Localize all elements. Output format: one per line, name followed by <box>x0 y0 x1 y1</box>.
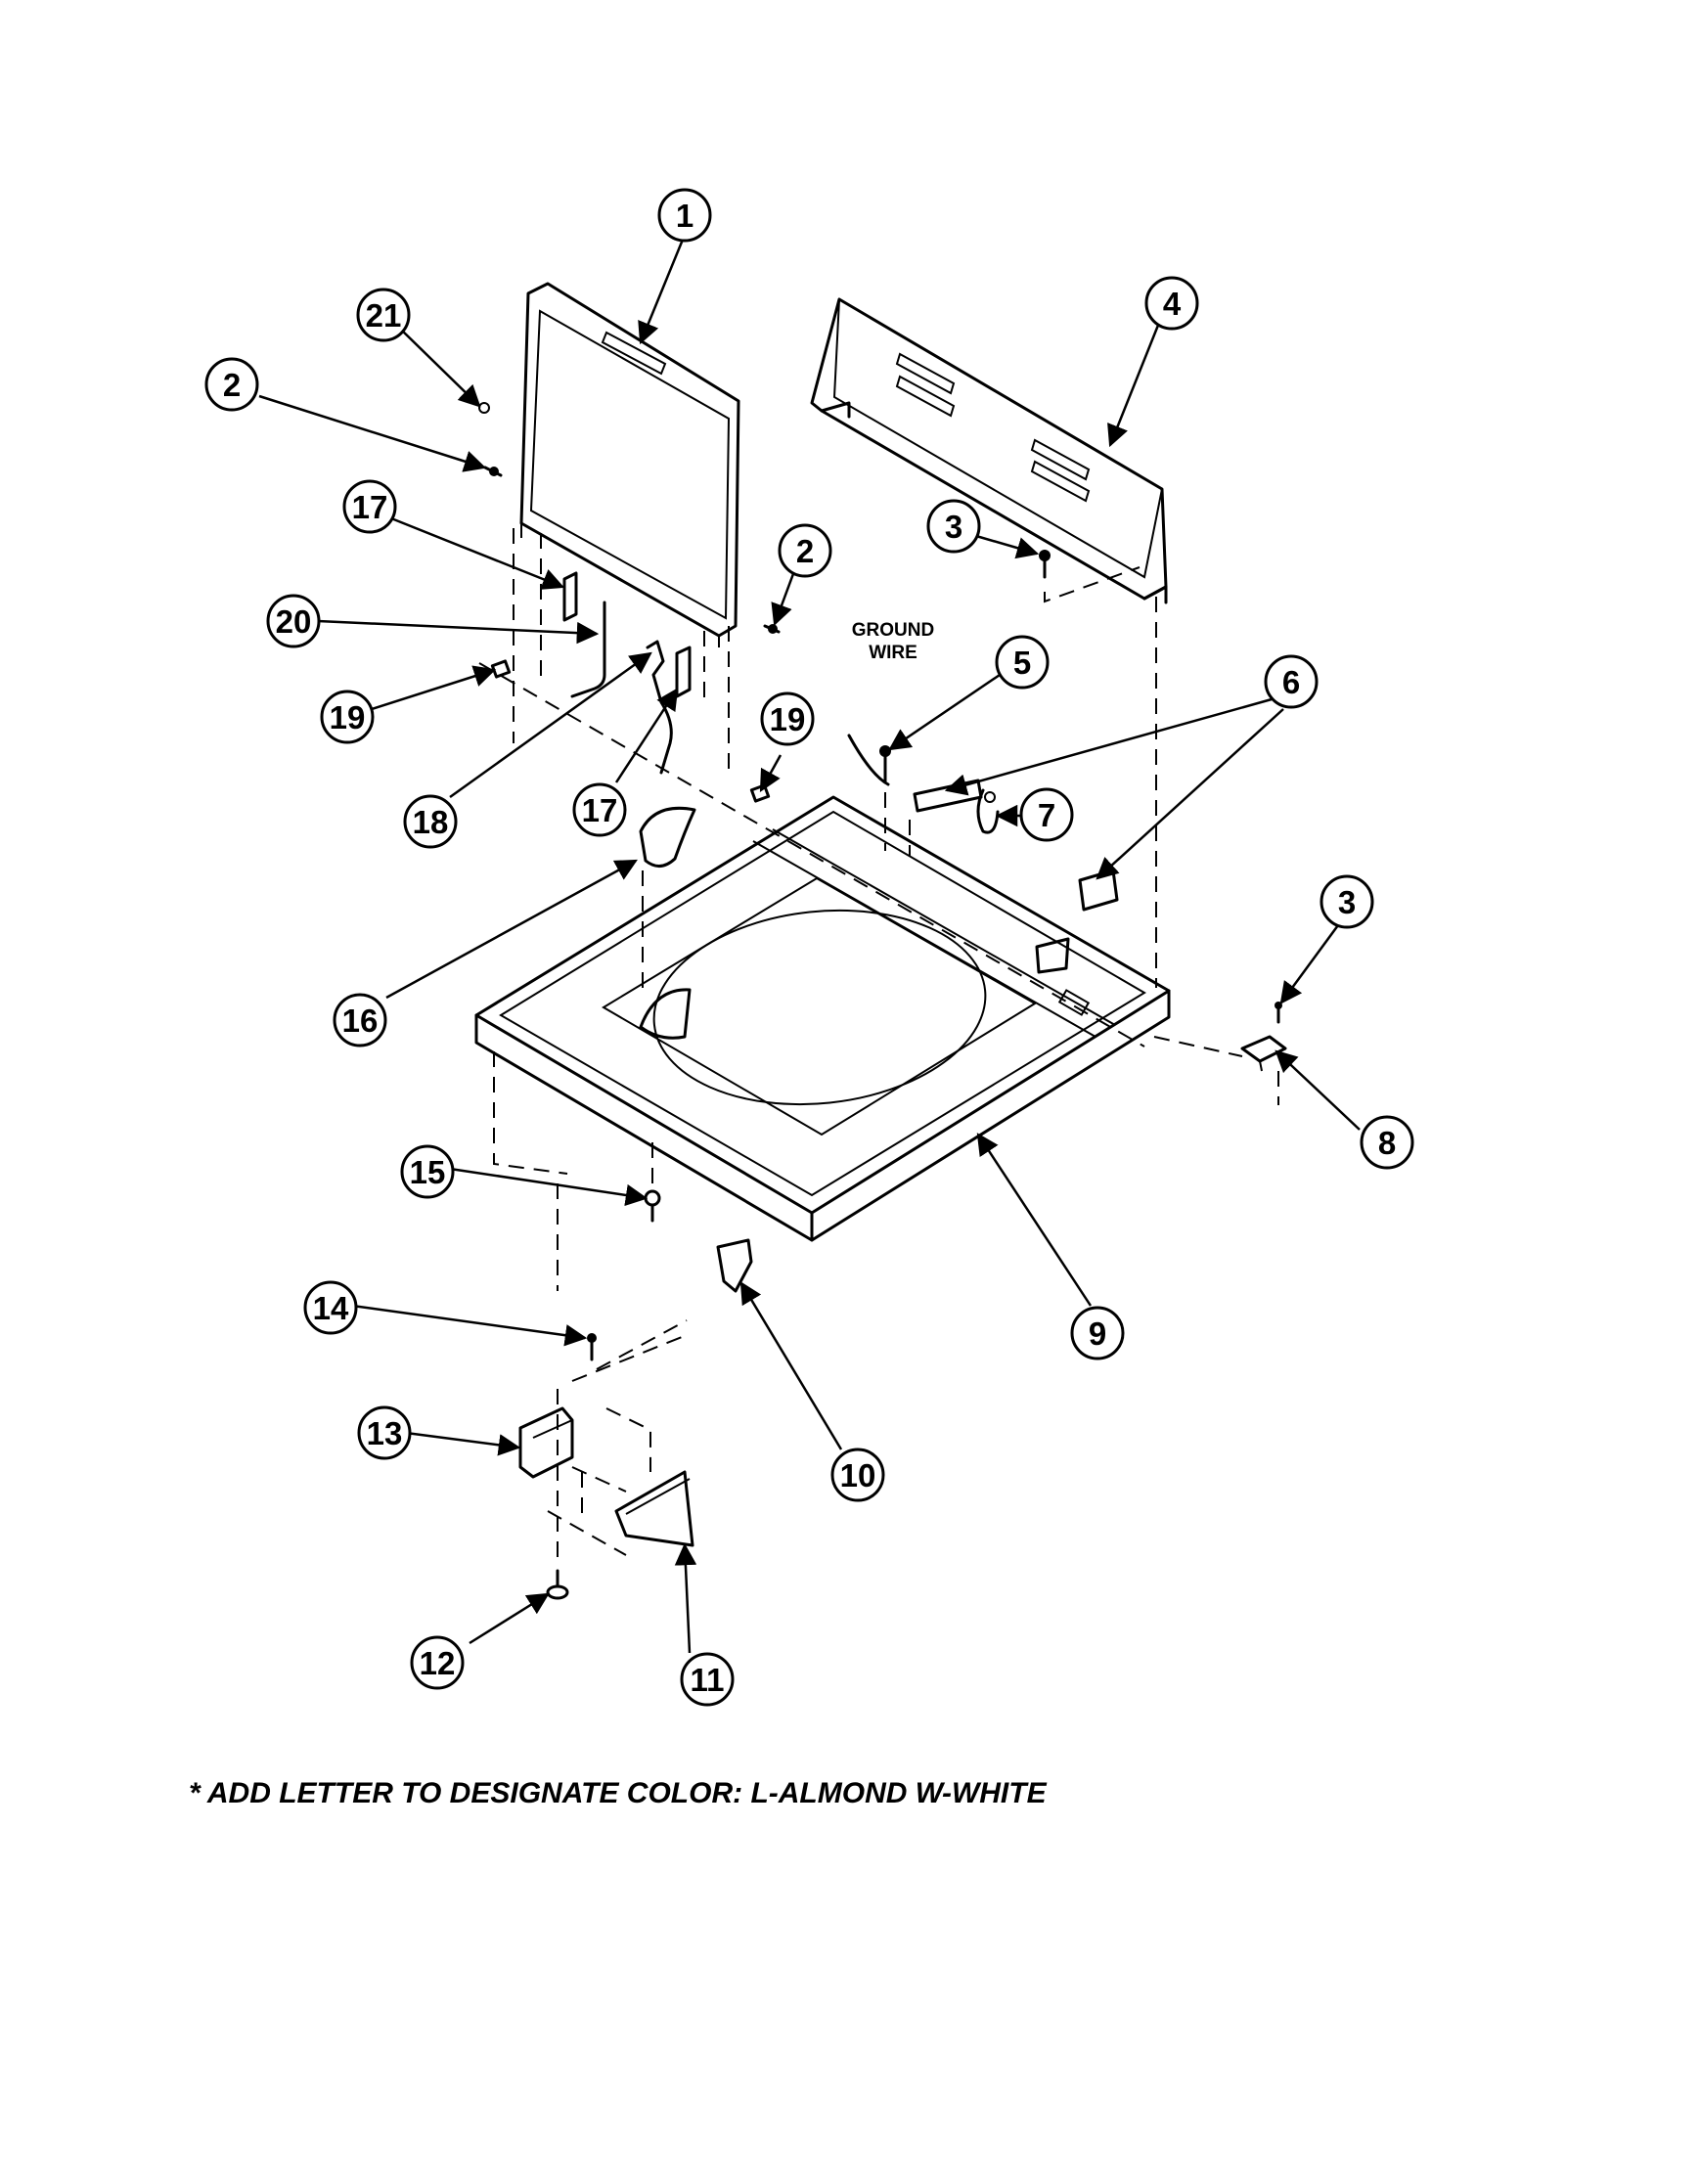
screw-part-12 <box>546 1569 569 1600</box>
callout-8: 8 <box>1360 1115 1414 1170</box>
svg-text:13: 13 <box>367 1415 403 1451</box>
callout-18: 18 <box>403 794 458 849</box>
callout-10: 10 <box>830 1448 885 1502</box>
ground-wire-label-line1: GROUND <box>852 620 934 641</box>
color-note: * ADD LETTER TO DESIGNATE COLOR: L-ALMON… <box>189 1777 1048 1809</box>
svg-text:15: 15 <box>410 1154 446 1190</box>
callout-11: 11 <box>680 1652 735 1707</box>
svg-text:3: 3 <box>1338 884 1356 920</box>
svg-text:2: 2 <box>796 533 814 569</box>
callout-12: 12 <box>410 1635 465 1690</box>
callout-17-lower: 17 <box>572 782 627 837</box>
bracket-part-8 <box>1240 1035 1287 1072</box>
stop-part-10 <box>716 1238 753 1293</box>
callout-16: 16 <box>333 993 387 1047</box>
svg-text:3: 3 <box>945 509 962 545</box>
callout-6: 6 <box>1264 654 1319 709</box>
callout-3-upper: 3 <box>926 499 981 554</box>
ground-wire-part <box>847 734 890 786</box>
leader-lines <box>258 234 1361 1654</box>
svg-text:17: 17 <box>582 792 618 828</box>
svg-text:20: 20 <box>276 603 312 640</box>
console-panel-part <box>810 297 1168 604</box>
hinge-bracket-part-17 <box>562 571 692 698</box>
callout-20: 20 <box>266 594 321 648</box>
svg-text:10: 10 <box>840 1457 876 1493</box>
wire-clip-part-7 <box>976 788 1000 834</box>
screw-part-2 <box>483 466 781 634</box>
clip-part-19 <box>490 659 771 803</box>
callout-17-upper: 17 <box>342 479 397 534</box>
ground-wire-label-line2: WIRE <box>869 643 917 663</box>
svg-text:1: 1 <box>676 198 693 234</box>
svg-text:21: 21 <box>366 297 402 334</box>
callout-14: 14 <box>303 1280 358 1335</box>
grommet-part-15 <box>644 1189 661 1223</box>
callout-9: 9 <box>1070 1306 1125 1360</box>
callout-4: 4 <box>1144 276 1199 331</box>
actuator-part-16 <box>639 806 696 868</box>
svg-text:8: 8 <box>1378 1125 1396 1161</box>
callout-19-right: 19 <box>760 691 815 746</box>
callout-2-left: 2 <box>204 357 259 412</box>
svg-text:7: 7 <box>1038 797 1055 833</box>
callout-19-left: 19 <box>320 690 375 744</box>
screw-part-21 <box>478 402 490 414</box>
svg-text:9: 9 <box>1089 1315 1106 1352</box>
callout-2-right: 2 <box>778 523 832 578</box>
svg-text:14: 14 <box>313 1290 349 1326</box>
screw-part-5 <box>879 745 891 784</box>
svg-text:17: 17 <box>352 489 388 525</box>
callout-5: 5 <box>995 635 1050 690</box>
callout-7: 7 <box>1019 787 1074 842</box>
callout-3-lower: 3 <box>1320 874 1374 929</box>
svg-text:2: 2 <box>223 367 241 403</box>
hinge-spring-part-18 <box>646 640 673 775</box>
hinge-rod-part-20 <box>570 601 606 698</box>
svg-text:19: 19 <box>330 699 366 735</box>
svg-text:5: 5 <box>1013 645 1031 681</box>
svg-text:11: 11 <box>691 1662 725 1698</box>
svg-text:12: 12 <box>420 1645 456 1681</box>
callout-13: 13 <box>357 1405 412 1460</box>
svg-text:4: 4 <box>1163 286 1182 322</box>
top-cabinet-part <box>474 795 1171 1242</box>
hinge-part-13 <box>518 1406 574 1479</box>
svg-text:18: 18 <box>413 804 449 840</box>
callout-15: 15 <box>400 1144 455 1199</box>
svg-text:16: 16 <box>342 1003 379 1039</box>
screw-part-3 <box>1039 550 1282 1024</box>
screw-part-14 <box>587 1333 597 1361</box>
svg-text:19: 19 <box>770 701 806 737</box>
label-part-6 <box>913 779 1119 912</box>
svg-text:6: 6 <box>1282 664 1300 700</box>
callout-1: 1 <box>657 188 712 243</box>
lid-part <box>519 282 740 647</box>
bracket-part-11 <box>614 1470 694 1547</box>
assembly-lines <box>478 528 1279 1565</box>
callout-21: 21 <box>356 288 411 342</box>
